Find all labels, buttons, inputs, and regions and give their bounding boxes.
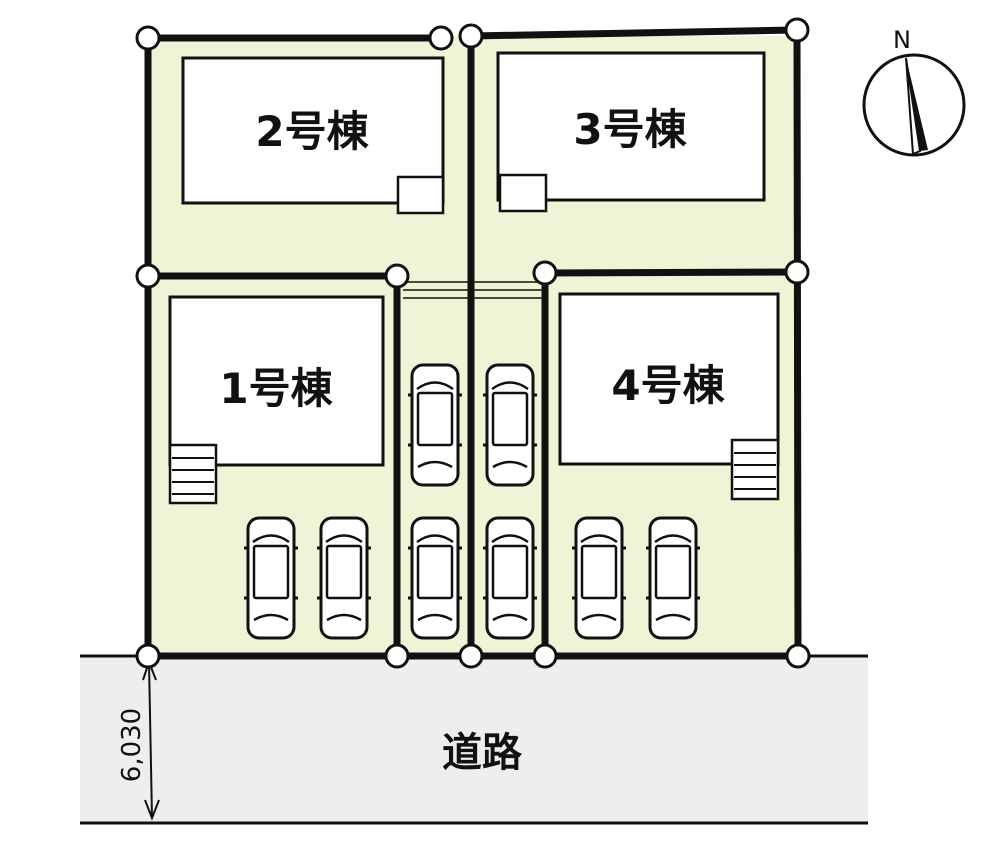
boundary-marker [428,25,454,51]
car-windshield [491,381,529,391]
car-windshield [654,534,692,544]
lot-boundaries [144,26,802,660]
car-body [319,516,369,640]
boundary-marker [458,643,484,669]
road-width-dimension: 6,030 [117,659,160,821]
compass-needle-south [905,57,922,156]
building-4-footprint [558,292,780,466]
parking-car [646,516,700,640]
car-windshield [416,381,454,391]
north-compass: N [862,26,966,157]
building-4-stairs [730,438,780,501]
boundary-marker [135,25,161,51]
car-roof [654,544,692,600]
parking-car [572,516,626,640]
parking-spaces [244,363,700,640]
building-2-label: 2号棟 [255,107,369,156]
building-4: 4号棟 [558,292,780,501]
boundary-line [793,26,802,660]
road-area [80,656,868,823]
car-body [648,516,698,640]
building-3-label: 3号棟 [573,105,687,154]
building-1-footprint [168,295,385,467]
boundary-marker [458,23,484,49]
parking-car [317,516,371,640]
building-3: 3号棟 [496,51,766,213]
car-body [246,516,296,640]
car-body [410,516,460,640]
building-1-label: 1号棟 [219,364,333,413]
boundary-marker [135,643,161,669]
car-roof [416,544,454,600]
road-label: 道路 [442,730,523,776]
car-windshield [325,534,363,544]
boundary-marker [135,263,161,289]
boundary-marker [784,259,810,285]
car-windshield [416,534,454,544]
dimension-line [148,661,153,819]
dimension-arrow-bottom [144,799,160,821]
building-2-entrance [396,175,445,215]
road: 道路 [80,654,868,825]
parking-car [408,516,462,640]
car-roof [491,391,529,447]
parking-car [408,363,462,487]
building-3-entrance [498,173,548,213]
car-body [410,363,460,487]
car-rear-window [417,613,453,622]
car-rear-window [581,613,617,622]
building-4-label: 4号棟 [611,361,725,410]
boundary-marker [384,263,410,289]
car-body [485,516,535,640]
boundary-marker [532,260,558,286]
parking-car [244,516,298,640]
car-windshield [252,534,290,544]
compass-needle-north [906,58,928,151]
car-roof [416,391,454,447]
car-windshield [580,534,618,544]
car-rear-window [417,460,453,469]
parking-car [483,516,537,640]
boundary-line [541,268,801,277]
car-body [574,516,624,640]
boundary-marker [784,17,810,43]
car-rear-window [492,460,528,469]
compass-north-label: N [893,26,911,54]
car-rear-window [326,613,362,622]
road-width-label: 6,030 [117,708,147,782]
car-rear-window [253,613,289,622]
boundary-marker [384,643,410,669]
car-windshield [491,534,529,544]
boundary-marker [785,643,811,669]
parking-car [483,363,537,487]
building-2: 2号棟 [181,56,445,215]
boundary-markers [135,17,811,669]
car-roof [325,544,363,600]
boundary-marker [532,643,558,669]
car-rear-window [655,613,691,622]
car-body [485,363,535,487]
car-roof [491,544,529,600]
car-rear-window [492,613,528,622]
boundary-line [467,26,801,40]
building-1: 1号棟 [168,295,385,505]
car-roof [252,544,290,600]
car-roof [580,544,618,600]
